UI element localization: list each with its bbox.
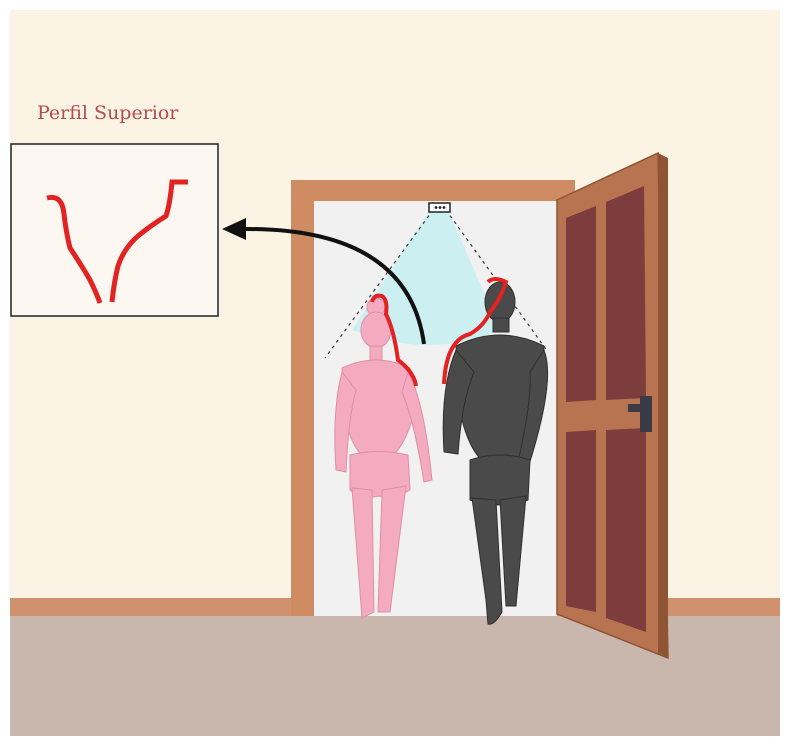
open-door [557,153,668,658]
door-panel-bottom-right [606,428,646,632]
door-panel-top-right [606,186,646,400]
profile-panel-title: Perfil Superior [37,102,178,124]
overhead-depth-sensor-icon [429,203,450,212]
door-panel-bottom-left [566,430,596,612]
profile-panel [11,144,218,316]
door-panel-top-left [566,206,596,402]
